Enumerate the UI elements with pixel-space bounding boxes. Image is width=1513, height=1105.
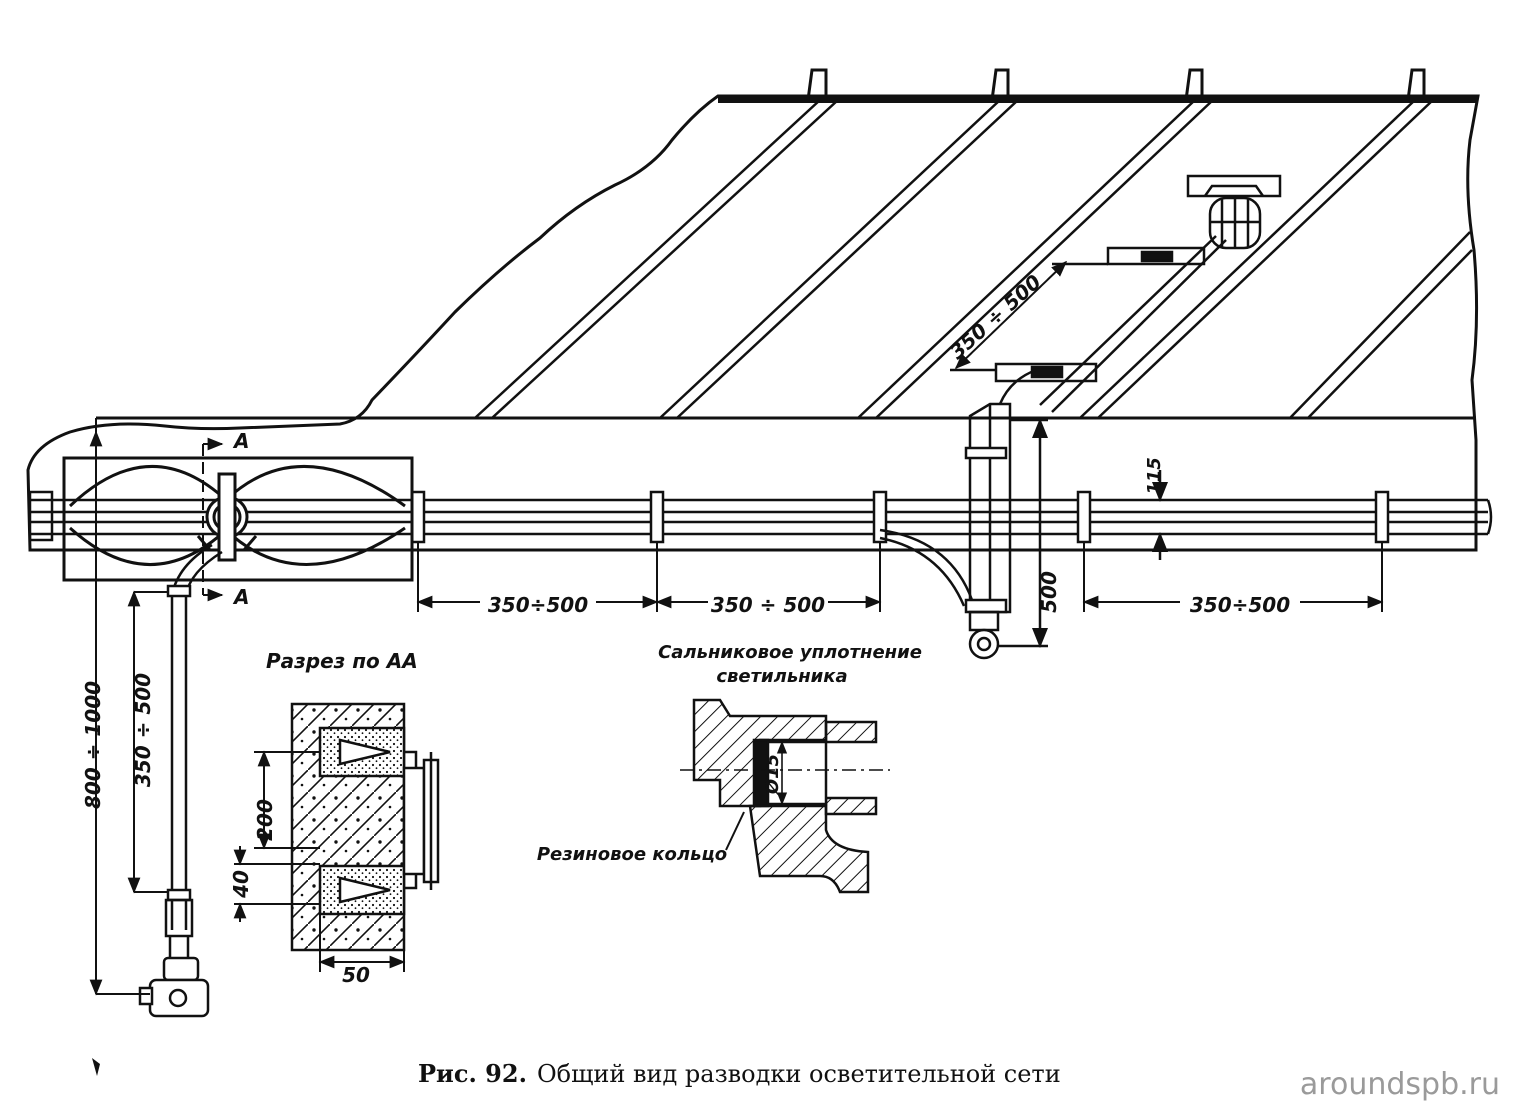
caption-text: Общий вид разводки осветительной сети — [537, 1060, 1061, 1088]
dim-span-1: 350÷500 — [488, 593, 588, 617]
rubber-ring-label: Резиновое кольцо — [537, 844, 727, 865]
stiffeners — [806, 68, 1426, 101]
watermark: aroundspb.ru — [1300, 1067, 1500, 1102]
deck-lamp — [1186, 174, 1282, 250]
down-lead — [164, 543, 223, 962]
dim-span-2: 350 ÷ 500 — [711, 593, 825, 617]
section-dimensions — [233, 750, 406, 972]
gland-detail — [680, 698, 890, 894]
horizontal-dimensions — [416, 542, 1384, 612]
caption-prefix: Рис. 92. — [418, 1059, 527, 1088]
dim-gland-diameter: Ø15 — [762, 754, 783, 795]
cable-run — [28, 490, 1493, 542]
print-mark — [92, 1058, 100, 1076]
deck-ceiling — [26, 68, 1480, 552]
deck-cable — [950, 235, 1227, 413]
wall-fitting — [138, 956, 210, 1018]
section-aa — [290, 702, 440, 952]
dim-riser-height: 500 — [1037, 571, 1061, 613]
riser-bracket — [879, 368, 1168, 660]
section-mark-top: A — [232, 429, 249, 453]
dim-section-50: 50 — [342, 963, 370, 987]
gland-label-line2: светильника — [716, 666, 847, 687]
figure-caption: Рис. 92. Общий вид разводки осветительной… — [418, 1059, 1061, 1088]
dim-deck-span: 350 ÷ 500 — [945, 270, 1046, 364]
dim-vertical-total: 800 ÷ 1000 — [81, 681, 105, 809]
dim-span-3: 350÷500 — [1190, 593, 1290, 617]
dim-section-200: 200 — [253, 799, 277, 841]
dim-section-40: 40 — [229, 870, 253, 899]
dim-vertical-span: 350 ÷ 500 — [131, 673, 155, 787]
section-mark-bottom: A — [232, 585, 249, 609]
dim-cable-offset: 115 — [1144, 457, 1165, 495]
junction-box — [62, 437, 414, 602]
gland-label-line1: Сальниковое уплотнение — [658, 642, 922, 663]
plate-seams — [474, 99, 1473, 419]
section-title: Разрез по АА — [266, 649, 418, 673]
vertical-dimensions — [89, 430, 168, 996]
